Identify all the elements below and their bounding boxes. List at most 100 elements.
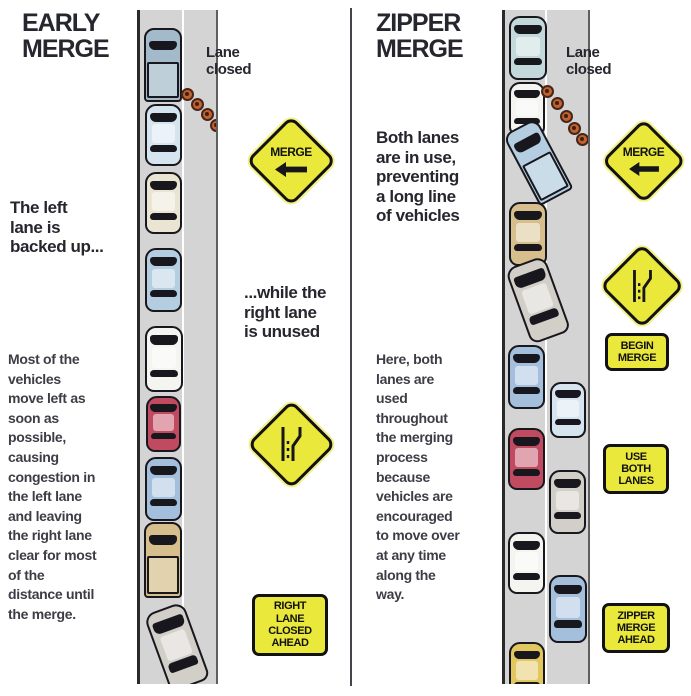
car-roof — [516, 222, 540, 243]
rear-window — [514, 681, 540, 684]
right-lane-closed-sign: RIGHT LANE CLOSED AHEAD — [252, 594, 328, 656]
truck-bed — [147, 556, 179, 594]
rear-window — [150, 499, 177, 507]
zipper-merge-sign: MERGE — [601, 118, 686, 203]
early-caption-left: The left lane is backed up... — [10, 198, 104, 257]
car — [509, 202, 547, 266]
use-both-lanes-sign: USE BOTH LANES — [603, 444, 669, 494]
rear-window — [150, 290, 177, 298]
windshield — [149, 112, 178, 122]
windshield — [513, 650, 541, 660]
car-roof — [514, 447, 539, 468]
car-roof — [556, 596, 580, 618]
windshield — [554, 390, 582, 399]
begin-merge-sign: BEGIN MERGE — [605, 333, 669, 371]
zipper-lane-ends-sign — [599, 243, 685, 329]
car — [145, 326, 183, 392]
merge-sign-label: MERGE — [270, 145, 312, 159]
windshield — [149, 180, 178, 190]
rear-window — [514, 244, 542, 252]
early-merge-sign: MERGE — [245, 115, 337, 207]
lane-ends-icon — [281, 427, 302, 461]
traffic-barrel-icon — [560, 110, 573, 123]
windshield — [148, 534, 178, 545]
windshield — [553, 479, 582, 489]
truck-bed — [147, 61, 179, 98]
traffic-barrel-icon — [576, 133, 588, 146]
early-paragraph: Most of the vehicles move left as soon a… — [8, 351, 97, 622]
car — [143, 601, 211, 684]
windshield — [149, 335, 179, 345]
early-merge-title: EARLY MERGE — [22, 9, 110, 63]
rear-window — [514, 58, 542, 66]
car — [550, 382, 586, 438]
windshield — [513, 211, 543, 221]
rear-window — [555, 418, 581, 426]
rear-window — [150, 369, 178, 377]
early-lane-line — [182, 10, 184, 684]
zipper-caption: Both lanes are in use, preventing a long… — [376, 128, 460, 226]
rear-window — [554, 619, 582, 628]
windshield — [149, 466, 178, 476]
traffic-barrel-icon — [568, 122, 581, 135]
car-roof — [151, 123, 176, 144]
car-roof — [514, 365, 539, 386]
left-arrow-icon — [628, 162, 659, 176]
car — [509, 642, 545, 684]
car — [505, 255, 572, 345]
zipper-lane-line — [545, 10, 547, 684]
traffic-barrel-icon — [191, 98, 204, 111]
lane-ends-icon — [633, 270, 652, 302]
rear-window — [150, 144, 177, 152]
car — [549, 575, 587, 643]
car — [509, 16, 547, 80]
car-roof — [515, 661, 539, 680]
windshield — [148, 40, 178, 51]
car-roof — [152, 347, 176, 368]
zipper-merge-title: ZIPPER MERGE — [376, 9, 464, 63]
rear-window — [151, 432, 176, 440]
rear-window — [513, 572, 540, 580]
left-arrow-icon — [275, 162, 307, 177]
car-roof — [556, 400, 580, 418]
zipper-paragraph: Here, both lanes are used throughout the… — [376, 351, 460, 603]
rear-window — [513, 387, 540, 395]
traffic-barrel-icon — [210, 119, 216, 132]
car — [145, 104, 182, 166]
car-roof — [555, 490, 580, 511]
car — [145, 248, 182, 312]
traffic-barrel-icon — [181, 88, 194, 101]
zipper-road — [502, 10, 590, 684]
pickup-truck — [144, 522, 182, 598]
windshield — [513, 25, 543, 35]
rear-window — [150, 212, 177, 220]
traffic-barrel-icon — [551, 97, 564, 110]
windshield — [512, 540, 541, 550]
car-roof — [516, 36, 540, 57]
zipper-merge-ahead-sign: ZIPPER MERGE AHEAD — [602, 603, 670, 653]
car — [508, 428, 545, 490]
pickup-truck — [505, 117, 574, 207]
rear-window — [513, 468, 540, 476]
early-caption-right: ...while the right lane is unused — [244, 283, 327, 342]
rear-window — [554, 512, 581, 520]
windshield — [513, 90, 541, 98]
traffic-barrel-icon — [541, 85, 554, 98]
traffic-barrel-icon — [201, 108, 214, 121]
car-roof — [151, 477, 176, 498]
windshield — [149, 257, 178, 267]
merge-sign-label: MERGE — [622, 145, 665, 159]
car — [145, 457, 182, 521]
pickup-truck — [144, 28, 182, 102]
windshield — [553, 584, 583, 595]
early-lane-ends-sign — [246, 399, 336, 489]
car-roof — [151, 191, 176, 212]
windshield — [150, 404, 177, 413]
car — [508, 532, 545, 594]
car — [508, 345, 545, 409]
car-roof — [515, 99, 539, 116]
car-roof — [152, 414, 175, 432]
windshield — [512, 436, 541, 446]
car — [549, 470, 586, 534]
windshield — [512, 354, 541, 364]
